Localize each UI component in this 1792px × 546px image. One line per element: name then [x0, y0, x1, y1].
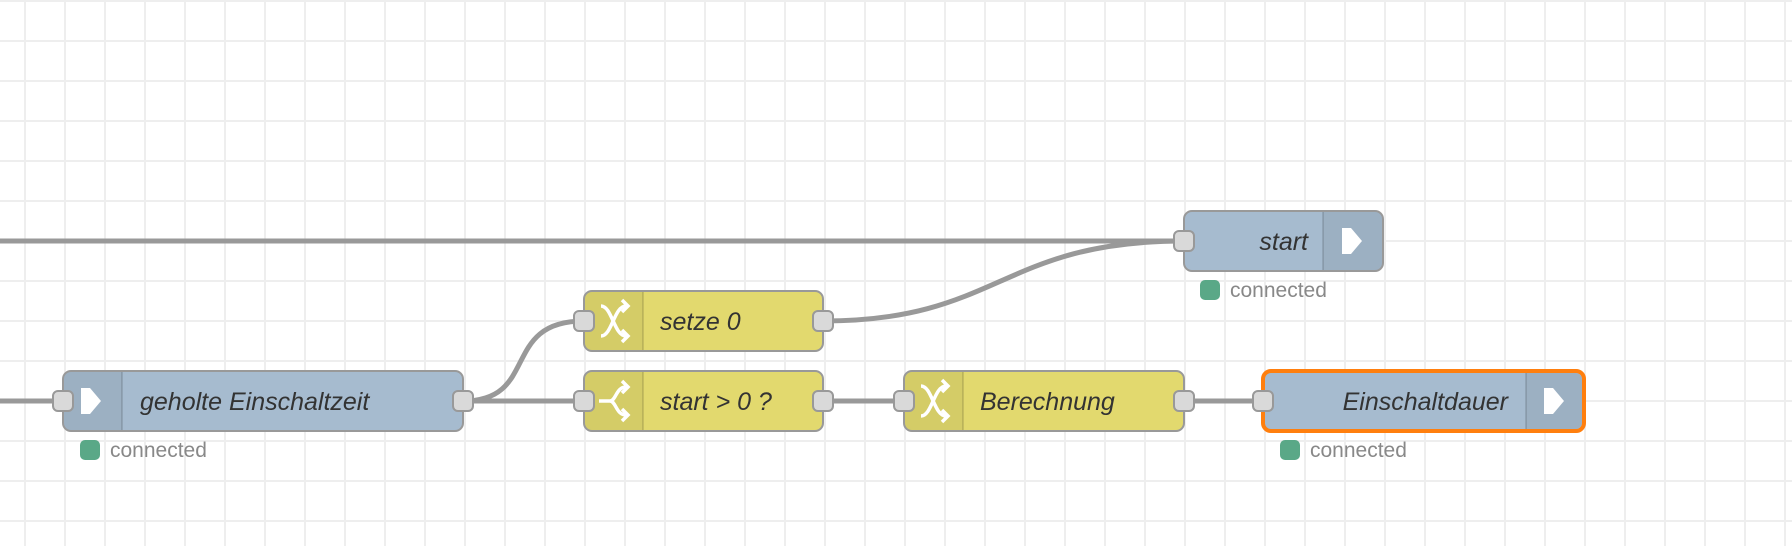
input-port[interactable]	[52, 390, 74, 412]
wire-setze0-to-start[interactable]	[822, 238, 1185, 324]
arrow-right-icon	[1342, 228, 1362, 254]
status-dot-icon	[1280, 440, 1300, 460]
arrow-right-icon	[1544, 388, 1564, 414]
shuffle-icon	[600, 298, 631, 344]
node-label: start > 0 ?	[660, 388, 772, 416]
shuffle-icon	[920, 378, 951, 424]
output-port[interactable]	[1173, 390, 1195, 412]
switch-icon	[599, 379, 631, 423]
arrow-right-icon	[81, 388, 101, 414]
status-einschaltdauer: connected	[1280, 439, 1407, 462]
node-berechnung[interactable]: Berechnung	[893, 370, 1195, 432]
status-text: connected	[110, 439, 207, 462]
node-einschaltdauer[interactable]: Einschaltdauer	[1252, 369, 1586, 433]
status-text: connected	[1310, 439, 1407, 462]
status-start: connected	[1200, 279, 1327, 302]
node-label: setze 0	[660, 308, 741, 336]
output-port[interactable]	[452, 390, 474, 412]
status-text: connected	[1230, 279, 1327, 302]
node-setze-0[interactable]: setze 0	[573, 290, 834, 352]
node-label: Berechnung	[980, 388, 1115, 416]
node-label: start	[1259, 228, 1309, 256]
node-label: geholte Einschaltzeit	[140, 388, 370, 416]
input-port[interactable]	[573, 310, 595, 332]
output-port[interactable]	[812, 390, 834, 412]
input-port[interactable]	[1252, 390, 1274, 412]
node-label: Einschaltdauer	[1343, 388, 1510, 416]
status-dot-icon	[1200, 280, 1220, 300]
input-port[interactable]	[573, 390, 595, 412]
node-start[interactable]: start	[1173, 210, 1384, 272]
node-start-gt-0[interactable]: start > 0 ?	[573, 370, 834, 432]
status-geholte: connected	[80, 439, 207, 462]
status-dot-icon	[80, 440, 100, 460]
wire-geholte-to-setze0[interactable]	[462, 318, 585, 404]
node-geholte-einschaltzeit[interactable]: geholte Einschaltzeit	[52, 370, 474, 432]
output-port[interactable]	[812, 310, 834, 332]
input-port[interactable]	[1173, 230, 1195, 252]
input-port[interactable]	[893, 390, 915, 412]
